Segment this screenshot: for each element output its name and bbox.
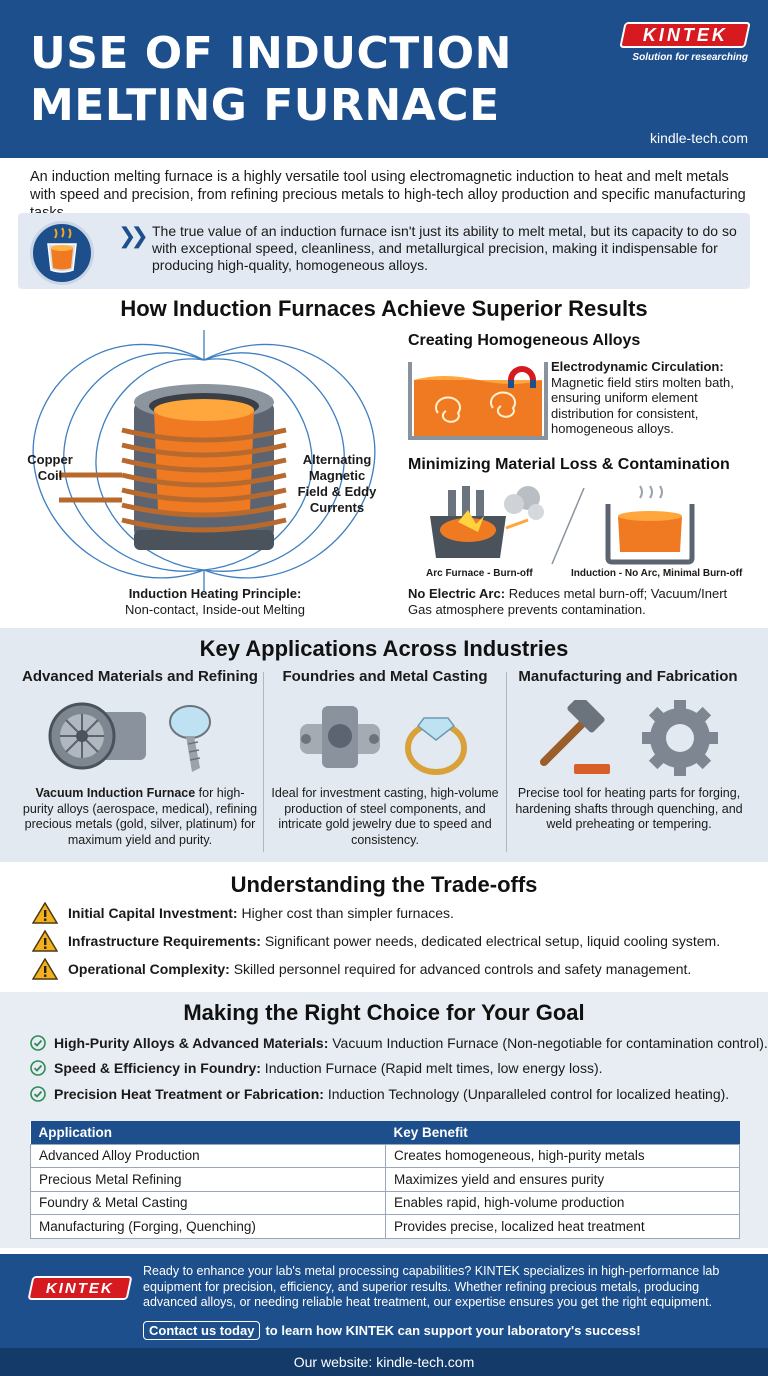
tradeoff-label: Initial Capital Investment: (68, 905, 238, 921)
tradeoff-text: Significant power needs, dedicated elect… (260, 933, 721, 949)
choice-label: High-Purity Alloys & Advanced Materials: (54, 1035, 329, 1051)
column-header: Application (30, 1121, 386, 1144)
page-title: USE OF INDUCTION MELTING FURNACE (30, 28, 512, 132)
induction-furnace-icon (605, 485, 695, 565)
app-column-text: Precise tool for heating parts for forgi… (515, 786, 743, 831)
app-column-title: Manufacturing and Fabrication (518, 668, 738, 685)
table-cell: Provides precise, localized heat treatme… (385, 1214, 740, 1239)
section-heading-tradeoffs: Understanding the Trade-offs (230, 872, 538, 897)
tradeoff-item: Operational Complexity: Skilled personne… (32, 958, 691, 980)
title-line-2: MELTING FURNACE (30, 80, 500, 131)
casting-and-ring-icon (300, 706, 467, 775)
warning-icon (32, 902, 58, 924)
choice-text: Induction Technology (Unparalleled contr… (323, 1086, 730, 1102)
choice-item: High-Purity Alloys & Advanced Materials:… (30, 1035, 768, 1051)
choice-item: Precision Heat Treatment or Fabrication:… (30, 1086, 729, 1102)
title-line-1: USE OF INDUCTION (30, 28, 512, 79)
electro-text: Magnetic field stirs molten bath, ensuri… (551, 374, 734, 437)
warning-icon (32, 930, 58, 952)
stirring-bath-icon (408, 362, 548, 440)
crucible-icon (30, 221, 94, 285)
material-loss-heading: Minimizing Material Loss & Contamination (408, 456, 730, 473)
benefits-table: Application Key Benefit Advanced Alloy P… (30, 1121, 740, 1239)
footer-banner (0, 1254, 768, 1348)
column-header: Key Benefit (385, 1121, 740, 1144)
principle-title: Induction Heating Principle: (128, 586, 302, 601)
no-arc-title: No Electric Arc: (408, 586, 506, 601)
homogeneous-heading: Creating Homogeneous Alloys (408, 332, 641, 349)
footer-text: Ready to enhance your lab's metal proces… (143, 1264, 720, 1309)
app-column-body: for high-purity alloys (aerospace, medic… (22, 786, 258, 847)
website-footer-link[interactable]: Our website: kindle-tech.com (0, 1348, 768, 1376)
table-cell: Precious Metal Refining (30, 1167, 386, 1192)
key-insight-callout: ❯❯ The true value of an induction furnac… (18, 213, 750, 289)
warning-icon (32, 958, 58, 980)
contact-us-button[interactable]: Contact us today (143, 1321, 261, 1340)
double-chevron-icon: ❯❯ (118, 223, 149, 248)
electro-title: Electrodynamic Circulation: (551, 359, 724, 374)
table-cell: Maximizes yield and ensures purity (385, 1167, 740, 1192)
choice-label: Precision Heat Treatment or Fabrication: (54, 1086, 324, 1102)
arc-furnace-label: Arc Furnace - Burn-off (426, 568, 533, 579)
tagline: Solution for researching (632, 52, 748, 63)
logo-text: KINTEK (642, 24, 728, 45)
tradeoff-item: Infrastructure Requirements: Significant… (32, 930, 720, 952)
table-cell: Foundry & Metal Casting (30, 1190, 386, 1215)
kintek-logo-footer[interactable]: KINTEK (27, 1276, 133, 1300)
table-cell: Manufacturing (Forging, Quenching) (30, 1214, 386, 1239)
tradeoff-text: Skilled personnel required for advanced … (229, 961, 692, 977)
contact-text: to learn how KINTEK can support your lab… (265, 1323, 641, 1338)
jet-engine-and-implant-icon (48, 702, 211, 772)
hammer-and-gear-icon (540, 700, 718, 776)
choice-item: Speed & Efficiency in Foundry: Induction… (30, 1060, 603, 1076)
tradeoff-text: Higher cost than simpler furnaces. (237, 905, 454, 921)
callout-text: The true value of an induction furnace i… (152, 223, 737, 273)
principle-caption: Induction Heating Principle: Non-contact… (70, 586, 360, 618)
app-column-title: Advanced Materials and Refining (22, 668, 258, 685)
comparison-divider (551, 487, 585, 565)
app-column-title: Foundries and Metal Casting (282, 668, 488, 685)
website-link[interactable]: kindle-tech.com (649, 130, 748, 146)
choice-label: Speed & Efficiency in Foundry: (54, 1060, 261, 1076)
kintek-logo[interactable]: KINTEK (619, 22, 751, 48)
contact-line: Contact us today to learn how KINTEK can… (143, 1321, 641, 1340)
column-divider (263, 672, 264, 852)
principle-text: Non-contact, Inside-out Melting (125, 602, 305, 617)
tradeoff-label: Infrastructure Requirements: (68, 933, 261, 949)
section-heading-choice: Making the Right Choice for Your Goal (183, 1000, 585, 1025)
no-arc-caption: No Electric Arc: Reduces metal burn-off;… (408, 586, 753, 618)
choice-text: Vacuum Induction Furnace (Non-negotiable… (328, 1035, 768, 1051)
check-circle-icon (30, 1086, 46, 1102)
table-row: Manufacturing (Forging, Quenching)Provid… (30, 1214, 740, 1239)
table-cell: Creates homogeneous, high-purity metals (385, 1143, 740, 1168)
app-column-text: Vacuum Induction Furnace for high-purity… (22, 786, 258, 848)
section-heading-applications: Key Applications Across Industries (199, 636, 569, 661)
logo-text: KINTEK (46, 1279, 114, 1297)
intro-paragraph: An induction melting furnace is a highly… (30, 169, 746, 221)
table-cell: Advanced Alloy Production (30, 1143, 386, 1168)
section-heading-how: How Induction Furnaces Achieve Superior … (120, 296, 648, 321)
tradeoff-item: Initial Capital Investment: Higher cost … (32, 902, 454, 924)
copper-coil-label: Copper Coil (27, 452, 73, 483)
table-header-row: Application Key Benefit (30, 1121, 740, 1144)
check-circle-icon (30, 1035, 46, 1051)
magnetic-field-label: Alternating Magnetic Field & Eddy Curren… (297, 452, 377, 515)
table-cell: Enables rapid, high-volume production (385, 1190, 740, 1215)
induction-coil-diagram (32, 330, 376, 592)
arc-furnace-icon (430, 486, 544, 558)
tradeoff-label: Operational Complexity: (68, 961, 230, 977)
column-divider (506, 672, 507, 852)
induction-label: Induction - No Arc, Minimal Burn-off (571, 568, 743, 579)
electro-circulation: Electrodynamic Circulation: Magnetic fie… (551, 359, 751, 437)
app-column-text: Ideal for investment casting, high-volum… (271, 786, 499, 847)
choice-text: Induction Furnace (Rapid melt times, low… (260, 1060, 603, 1076)
no-arc-text: Reduces metal burn-off; Vacuum/Inert Gas… (408, 586, 728, 617)
app-column-bold: Vacuum Induction Furnace (35, 786, 196, 800)
check-circle-icon (30, 1060, 46, 1076)
